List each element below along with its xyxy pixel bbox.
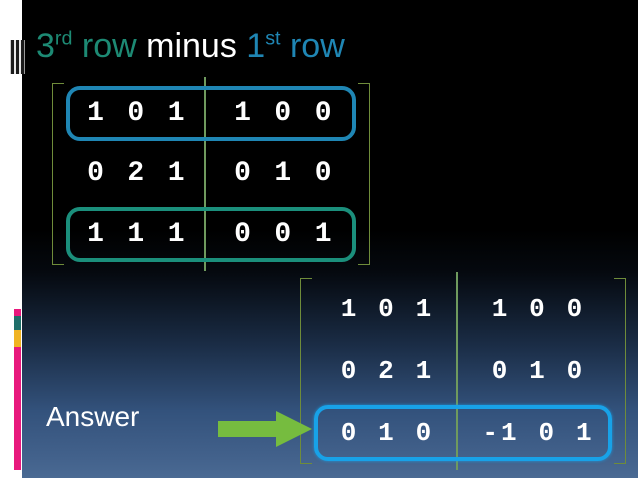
matrix-cell-left: 0 2 1 bbox=[87, 158, 188, 190]
matrix-cell-right: 1 0 0 bbox=[234, 97, 335, 129]
sidebar-accent-yellow bbox=[14, 330, 21, 347]
matrix-row: 1 0 1 1 0 0 bbox=[312, 278, 614, 340]
matrix-row: 1 1 1 0 0 1 bbox=[64, 204, 358, 265]
matrix-cell-right: 1 0 0 bbox=[491, 293, 586, 324]
matrix-cell-right: -1 0 1 bbox=[482, 417, 595, 448]
title-superscript-st: st bbox=[265, 27, 281, 50]
matrix-row: 0 2 1 0 1 0 bbox=[64, 144, 358, 205]
answer-label: Answer bbox=[46, 401, 140, 432]
matrix-right-bracket bbox=[614, 278, 626, 464]
matrix-row: 0 2 1 0 1 0 bbox=[312, 340, 614, 402]
matrix-cell-right: 0 1 0 bbox=[234, 158, 335, 190]
matrix-cell-right: 0 1 0 bbox=[491, 355, 586, 386]
matrix-left-bracket bbox=[52, 83, 64, 265]
matrix-augment-divider bbox=[204, 77, 206, 271]
matrix-augment-divider bbox=[456, 272, 458, 470]
matrix-left-bracket bbox=[300, 278, 312, 464]
title-superscript-rd: rd bbox=[54, 27, 73, 50]
title-segment-1: 1 bbox=[246, 27, 266, 65]
source-matrix: 1 0 1 1 0 0 0 2 1 0 1 0 1 1 1 0 0 1 bbox=[52, 77, 370, 271]
matrix-cell-left: 0 2 1 bbox=[340, 355, 435, 386]
matrix-row: 1 0 1 1 0 0 bbox=[64, 83, 358, 144]
page-title: 3rd row minus 1st row bbox=[36, 26, 345, 66]
title-segment-3: 3 bbox=[36, 27, 55, 65]
answer-matrix: 1 0 1 1 0 0 0 2 1 0 1 0 0 1 0 -1 0 1 bbox=[300, 272, 626, 470]
sidebar-accent-cap bbox=[14, 309, 21, 316]
matrix-right-bracket bbox=[358, 83, 370, 265]
striped-tab-icon bbox=[10, 40, 25, 74]
matrix-cell-left: 1 1 1 bbox=[87, 219, 188, 251]
title-segment-row2: row bbox=[280, 27, 345, 65]
matrix-cell-left: 1 0 1 bbox=[340, 293, 435, 324]
matrix-cell-left: 0 1 0 bbox=[340, 417, 435, 448]
matrix-cell-left: 1 0 1 bbox=[87, 97, 188, 129]
matrix-row: 0 1 0 -1 0 1 bbox=[312, 402, 614, 464]
title-segment-row1: row bbox=[72, 27, 147, 65]
sidebar-accent-pink bbox=[14, 310, 21, 470]
title-segment-minus: minus bbox=[146, 27, 247, 65]
sidebar-accent-teal bbox=[14, 315, 21, 330]
slide-background: 3rd row minus 1st row 1 0 1 1 0 0 0 2 1 … bbox=[22, 0, 638, 478]
matrix-cell-right: 0 0 1 bbox=[234, 219, 335, 251]
right-arrow-icon bbox=[218, 411, 312, 447]
